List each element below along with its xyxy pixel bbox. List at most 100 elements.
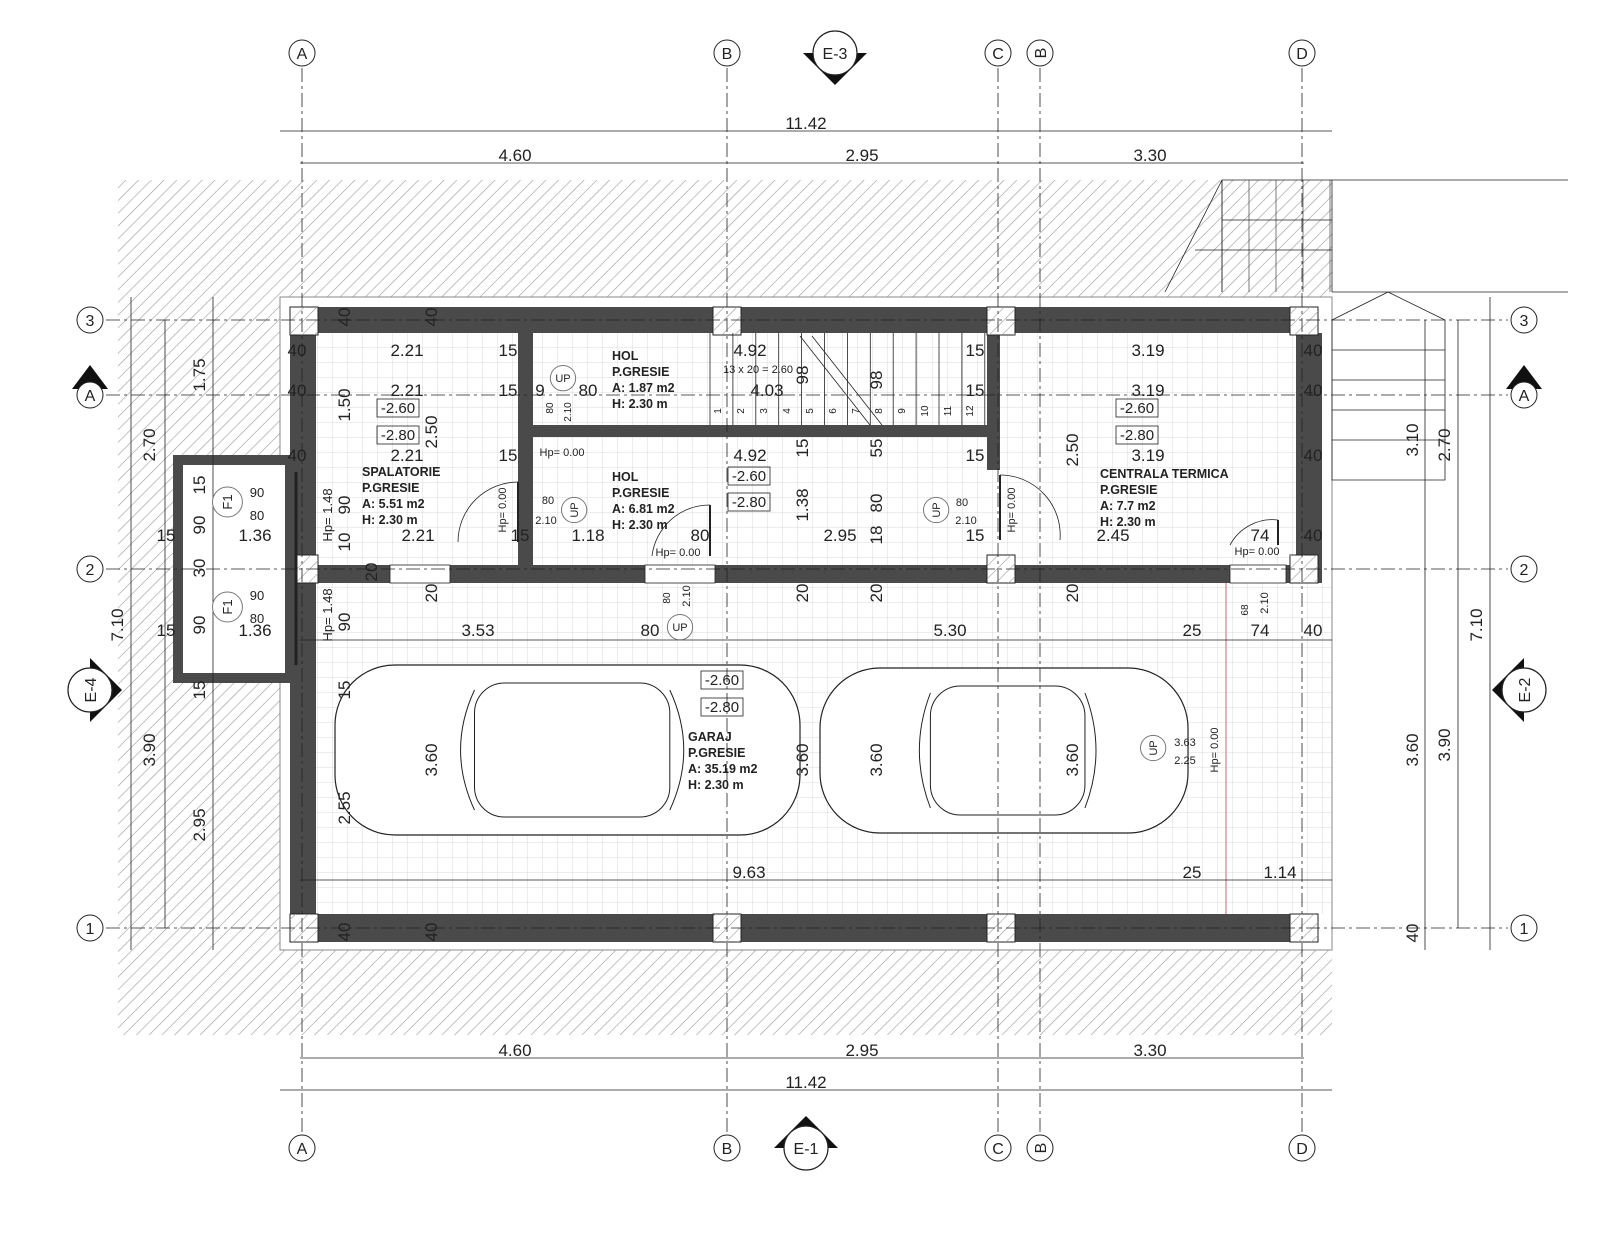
- dimension-label: 40: [422, 308, 441, 327]
- marker-circle: [212, 591, 243, 623]
- marker-circle: [212, 486, 243, 518]
- grid-bubble: 2: [1510, 555, 1538, 583]
- dimension-label: 3.10: [1403, 423, 1422, 456]
- grid-bubble-label: 2: [86, 562, 95, 579]
- level-label: -2.60: [705, 672, 739, 689]
- dimension-label: Hp= 1.48: [320, 488, 335, 541]
- dimension-label: 3.60: [1063, 743, 1082, 776]
- dimension-label: 20: [793, 584, 812, 603]
- dimension-label: 15: [966, 341, 985, 360]
- grid-bubble: 3: [76, 306, 104, 334]
- grid-bubble: B: [713, 39, 741, 67]
- grid-bubble-label: C: [992, 46, 1004, 63]
- room-labels: SPALATORIE P.GRESIE A: 5.51 m2 H: 2.30 m HOL…: [362, 349, 1229, 792]
- grid-bubble: C: [984, 1134, 1012, 1162]
- dimension-label: UP: [672, 622, 687, 634]
- grid-bubble: A: [288, 39, 316, 67]
- dimension-label: 2.95: [845, 1041, 878, 1060]
- dimension-label: 40: [1304, 446, 1323, 465]
- grid-bubble: D: [1288, 39, 1316, 67]
- dimension-label: 3.30: [1133, 1041, 1166, 1060]
- dimension-label: 80: [662, 592, 673, 604]
- grid-bubble: 2: [76, 555, 104, 583]
- room-height: H: 2.30 m: [688, 778, 744, 792]
- room-area: A: 6.81 m2: [612, 502, 675, 516]
- grid-bubble-label: 2: [1520, 562, 1529, 579]
- dimension-label: 1: [713, 408, 724, 414]
- grid-bubble-label: B: [722, 1141, 733, 1158]
- grid-bubble: A: [288, 1134, 316, 1162]
- grid-bubble-label: B: [1033, 48, 1050, 59]
- dimension-label: 2.55: [335, 791, 354, 824]
- dimension-label: 4.92: [733, 446, 766, 465]
- door-opening: [1229, 564, 1287, 584]
- grid-bubble-label: 1: [86, 921, 95, 938]
- door-swing: [651, 504, 711, 557]
- dimension-label: 18: [867, 526, 886, 545]
- door-opening: [389, 564, 451, 584]
- dimension-label: 40: [288, 341, 307, 360]
- room-height: H: 2.30 m: [362, 513, 418, 527]
- dimension-label: 15: [966, 381, 985, 400]
- dimension-label: 5.30: [933, 621, 966, 640]
- room-name: CENTRALA TERMICA: [1100, 467, 1229, 481]
- dimension-label: 2.25: [1174, 755, 1195, 767]
- dimension-label: 40: [288, 446, 307, 465]
- dimension-label: 9: [897, 408, 908, 414]
- room-area: A: 1.87 m2: [612, 381, 675, 395]
- grid-bubble-label: B: [722, 46, 733, 63]
- room-floor: P.GRESIE: [612, 486, 669, 500]
- dimension-label: 8: [874, 408, 885, 414]
- room-floor: P.GRESIE: [1100, 483, 1157, 497]
- dimension-label: UP: [931, 502, 943, 517]
- dimension-label: 11.42: [785, 1073, 826, 1092]
- room-name: HOL: [612, 470, 639, 484]
- grid-bubble: 1: [1510, 914, 1538, 942]
- dimension-label: 1.14: [1263, 863, 1296, 882]
- room-area: A: 5.51 m2: [362, 497, 425, 511]
- dimension-label: 80: [250, 508, 264, 523]
- elevation-label: E-2: [1517, 677, 1534, 702]
- room-name: SPALATORIE: [362, 465, 440, 479]
- door-opening: [644, 564, 716, 584]
- dimension-label: 98: [867, 371, 886, 390]
- dimension-label: 2: [736, 408, 747, 414]
- dimension-label: 7: [851, 408, 862, 414]
- dimension-label: 2.21: [390, 446, 423, 465]
- dimension-label: 3.19: [1131, 446, 1164, 465]
- grid-bubble-label: D: [1296, 46, 1308, 63]
- marker-circle: [561, 496, 588, 524]
- dimension-label: 40: [335, 308, 354, 327]
- dimension-label: Hp= 0.00: [1235, 546, 1280, 558]
- dimension-label: 3.19: [1131, 341, 1164, 360]
- grid-bubble-label: 3: [1520, 313, 1529, 330]
- dimension-label: 20: [362, 563, 381, 582]
- elevation-label: E-4: [83, 677, 100, 702]
- dimension-label: 3.90: [1435, 728, 1454, 761]
- level-label: -2.80: [705, 699, 739, 716]
- dimension-label: 90: [335, 496, 354, 515]
- dimension-label: 15: [511, 526, 530, 545]
- dimension-label: 7.10: [108, 608, 127, 641]
- wall: [533, 425, 987, 437]
- grid-bubble-label: D: [1296, 1141, 1308, 1158]
- dimension-label: 25: [1183, 621, 1202, 640]
- dimension-label: 2.95: [823, 526, 856, 545]
- dimension-label: 3: [759, 408, 770, 414]
- level-label: -2.60: [732, 468, 766, 485]
- dimension-label: 2.21: [401, 526, 434, 545]
- elevation-label: E-3: [823, 46, 848, 63]
- grid-bubble: B: [713, 1134, 741, 1162]
- grid-bubble-label: 1: [1520, 921, 1529, 938]
- elevation-label: E-1: [794, 1141, 819, 1158]
- dimension-label: 20: [1063, 584, 1082, 603]
- dimension-label: 15: [499, 446, 518, 465]
- dimension-label: F1: [220, 494, 235, 509]
- dimension-label: 1.36: [238, 621, 271, 640]
- dimension-label: 15: [157, 621, 176, 640]
- dimension-label: 20: [422, 584, 441, 603]
- dimension-label: 7.10: [1467, 608, 1486, 641]
- dimension-label: 12: [965, 405, 976, 417]
- dimension-label: 11: [943, 405, 954, 416]
- dimension-label: 2.10: [535, 515, 556, 527]
